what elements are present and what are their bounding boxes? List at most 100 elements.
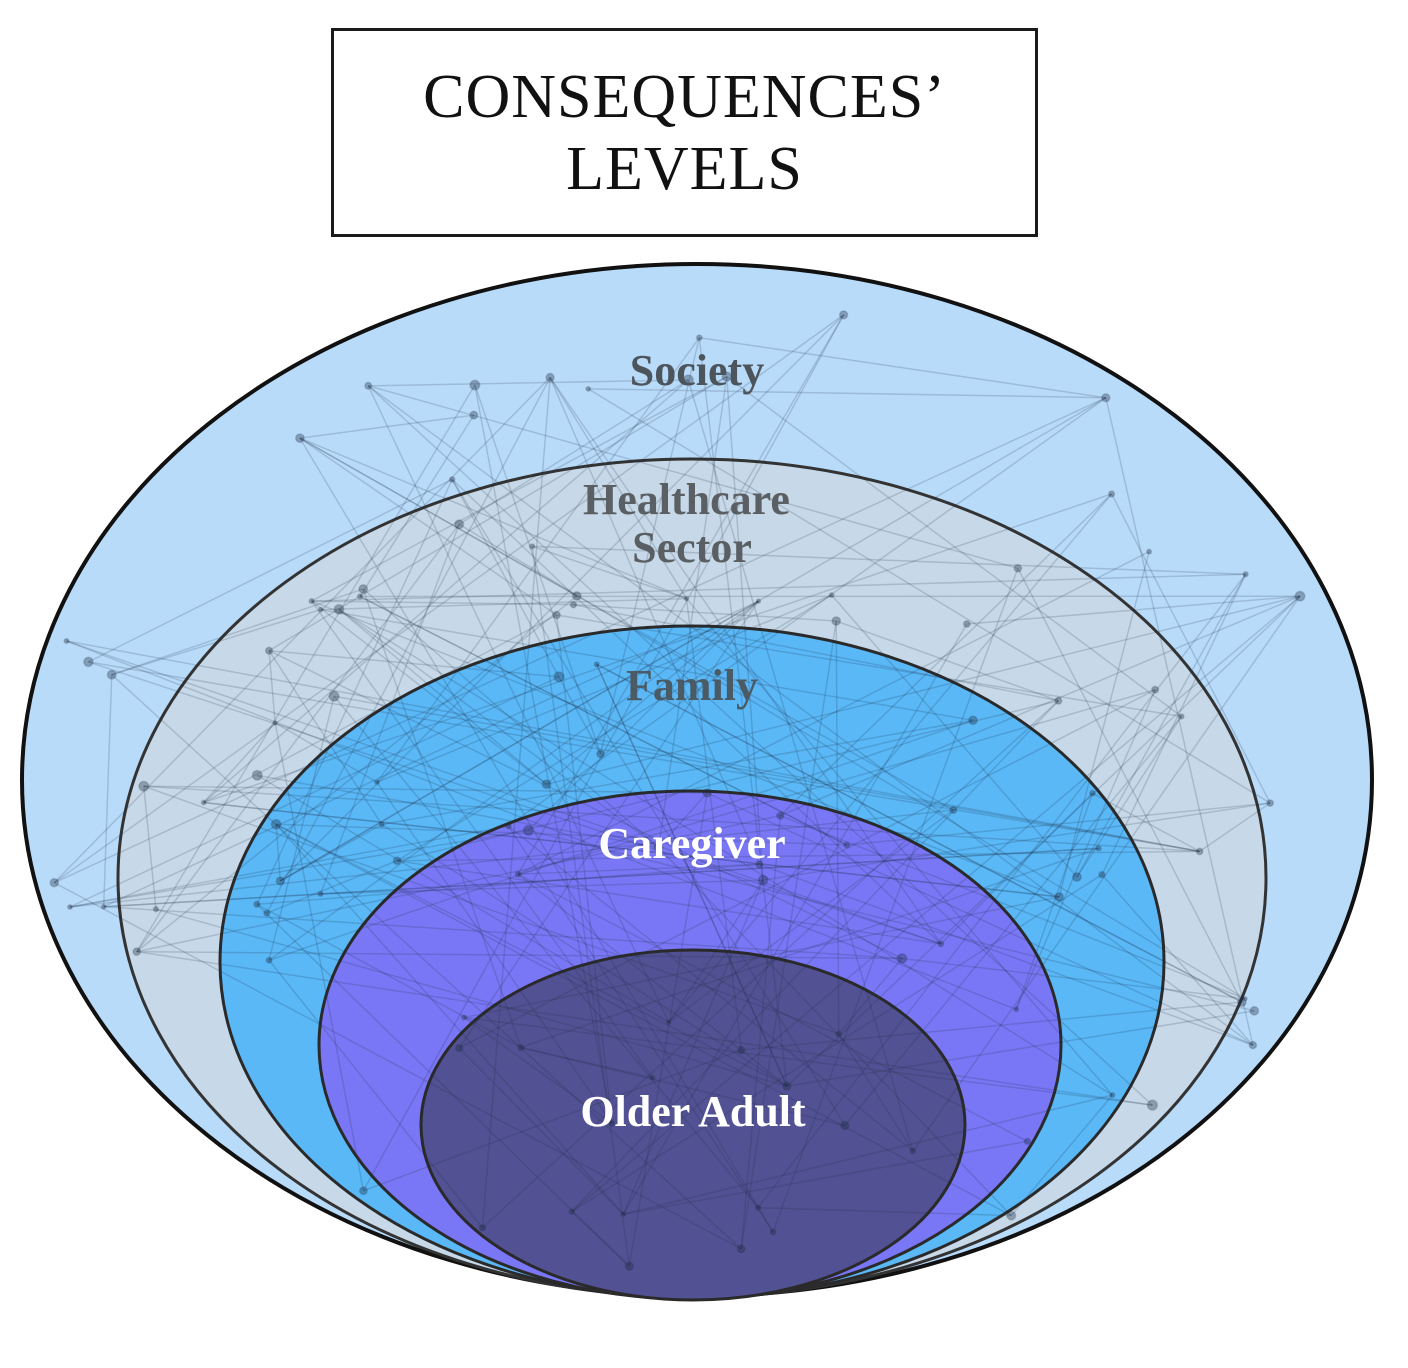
network-node [552,610,562,620]
network-line [464,1016,1153,1106]
network-line [279,823,383,882]
network-line [367,385,1254,1046]
network-line [368,379,689,387]
network-line [458,379,689,525]
network-node [1236,997,1247,1008]
network-node [1054,891,1065,902]
network-line [256,774,670,1023]
network-line [1058,551,1150,898]
network-node [358,1186,368,1196]
network-line [1015,689,1156,1010]
network-line [299,437,774,1233]
network-line [338,608,660,849]
network-line [362,314,845,1192]
network-line [517,550,1150,875]
network-node [1248,1040,1258,1050]
network-line [726,376,764,881]
network-line [474,384,613,1124]
network-node [608,1119,616,1127]
network-texture [49,310,1306,1272]
network-node [132,947,142,957]
network-line [88,661,942,945]
network-line [740,815,782,1250]
network-node [317,890,324,898]
network-node [620,1211,627,1218]
network-node [460,1014,468,1021]
network-node [649,1074,656,1081]
network-node [571,590,582,601]
network-line [458,1047,624,1215]
network-line [311,573,1246,602]
network-line [1076,573,1247,878]
network-node [755,598,762,604]
network-node [1242,995,1248,1002]
network-node [478,1224,487,1232]
network-line [458,689,1156,1049]
network-line [1092,792,1200,853]
title-line-1: CONSEQUENCES’ [423,62,946,131]
network-line [111,608,321,676]
network-node [1146,1099,1159,1111]
network-node [66,903,74,911]
network-node [843,841,851,849]
network-node [721,371,733,382]
network-line [311,375,728,602]
network-line [595,664,788,1087]
network-line [555,614,613,1124]
network-node [1095,845,1102,852]
network-line [111,674,742,1250]
network-line [527,600,760,831]
network-line [376,337,700,783]
network-line [338,608,548,785]
network-line [623,1140,1028,1215]
network-line [320,879,764,895]
network-line [103,847,1099,908]
network-node [272,720,278,726]
network-line [463,1016,613,1124]
network-node [838,310,849,320]
network-line [396,860,942,945]
network-line [368,385,1019,569]
level-caregiver-label: Caregiver [598,819,785,868]
network-line [299,437,687,600]
network-line [762,802,1271,881]
network-node [356,593,364,600]
network-line [668,809,954,1023]
network-line [757,573,1247,1209]
network-line [507,825,914,1152]
network-line [587,388,1271,804]
network-node [454,519,465,530]
network-line [474,384,602,755]
network-line [1101,573,1247,876]
network-line [571,595,1301,1213]
network-line [256,903,630,1267]
network-node [1294,590,1306,602]
network-node [553,671,565,683]
network-line [319,524,460,895]
network-line [103,905,903,960]
network-node [653,842,664,853]
network-node [251,769,263,781]
network-node [1249,1005,1260,1016]
network-line [53,882,742,1250]
network-line [835,621,840,1034]
network-line [203,493,1112,804]
network-line [376,594,832,783]
network-line [668,493,1113,1023]
network-node [448,476,456,483]
network-line [549,377,761,865]
network-line [268,650,276,723]
network-line [268,696,335,961]
network-line [53,376,551,884]
network-node [454,1043,464,1053]
network-line [203,722,276,804]
network-line [571,1211,630,1267]
network-line [381,823,788,1087]
network-line [268,375,728,652]
network-line [1015,792,1094,1010]
network-line [279,314,845,882]
network-line [143,786,157,910]
level-older-adult-label: Older Adult [580,1087,806,1136]
network-line [780,814,1246,1000]
network-line [266,860,398,914]
